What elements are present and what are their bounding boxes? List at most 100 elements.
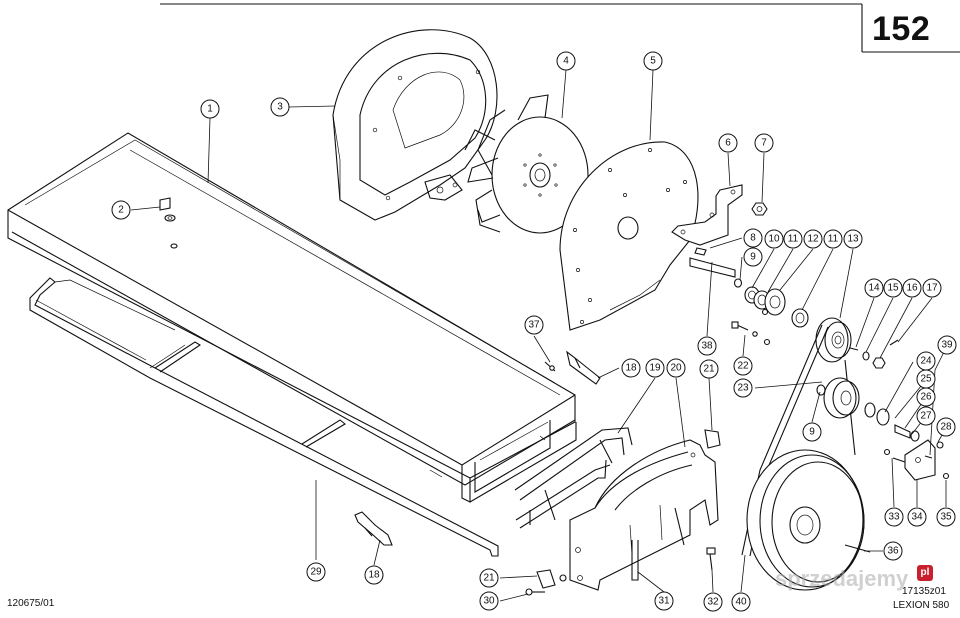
svg-text:7: 7 (761, 138, 767, 149)
svg-text:21: 21 (703, 364, 715, 375)
svg-text:39: 39 (941, 340, 953, 351)
callout-36: 36 (883, 541, 903, 561)
fan-housing (332, 29, 498, 221)
svg-text:31: 31 (658, 596, 670, 607)
callout-21: 21 (699, 359, 719, 379)
svg-text:26: 26 (920, 392, 932, 403)
svg-text:6: 6 (725, 138, 731, 149)
page-number: 152 (872, 10, 931, 48)
latch-upper (544, 350, 601, 385)
callout-25: 25 (916, 369, 936, 389)
svg-text:18: 18 (625, 363, 637, 374)
svg-text:4: 4 (563, 56, 569, 67)
frame-rod (29, 277, 499, 557)
svg-text:22: 22 (737, 361, 749, 372)
bearing-stack (744, 286, 809, 328)
watermark-badge: pl (917, 565, 933, 581)
bolt-washer-2 (159, 197, 178, 249)
callout-9: 9 (802, 422, 822, 442)
svg-text:17: 17 (926, 283, 938, 294)
svg-text:9: 9 (809, 427, 815, 438)
svg-text:3: 3 (277, 102, 283, 113)
callout-38: 38 (697, 336, 717, 356)
svg-text:37: 37 (528, 320, 540, 331)
bolts-22 (731, 321, 771, 346)
fan-impeller (464, 94, 589, 234)
callout-28: 28 (936, 417, 956, 437)
callout-30: 30 (479, 591, 499, 611)
small-pulley (815, 317, 852, 363)
housing-channel (7, 132, 577, 503)
callout-33: 33 (884, 507, 904, 527)
callout-21: 21 (479, 568, 499, 588)
callout-14: 14 (864, 278, 884, 298)
callout-39: 39 (937, 335, 957, 355)
svg-text:28: 28 (940, 422, 952, 433)
svg-text:15: 15 (887, 283, 899, 294)
callout-2: 2 (111, 200, 131, 220)
svg-text:14: 14 (868, 283, 880, 294)
svg-text:19: 19 (649, 363, 661, 374)
callout-11: 11 (823, 229, 843, 249)
callout-22: 22 (733, 356, 753, 376)
lower-guard (569, 439, 719, 591)
bracket (671, 184, 743, 246)
callout-7: 7 (754, 133, 774, 153)
callout-26: 26 (916, 387, 936, 407)
callout-13: 13 (843, 229, 863, 249)
svg-text:25: 25 (920, 374, 932, 385)
callout-35: 35 (936, 507, 956, 527)
svg-text:23: 23 (737, 383, 749, 394)
svg-text:12: 12 (807, 234, 819, 245)
svg-text:33: 33 (888, 512, 900, 523)
callout-32: 32 (703, 592, 723, 612)
callout-19: 19 (645, 358, 665, 378)
drawing-reference: 120675/01 (7, 598, 55, 609)
callout-20: 20 (666, 358, 686, 378)
callout-17: 17 (922, 278, 942, 298)
clip-21-lower (525, 569, 567, 596)
callout-34: 34 (907, 507, 927, 527)
svg-text:21: 21 (483, 573, 495, 584)
svg-text:8: 8 (750, 233, 756, 244)
callout-40: 40 (731, 592, 751, 612)
svg-text:11: 11 (828, 234, 839, 245)
svg-text:38: 38 (701, 341, 713, 352)
callout-16: 16 (902, 278, 922, 298)
tensioner-arm (883, 439, 950, 481)
callout-12: 12 (803, 229, 823, 249)
callout-37: 37 (524, 315, 544, 335)
hub-hardware (849, 339, 899, 369)
svg-text:34: 34 (911, 512, 923, 523)
svg-text:36: 36 (887, 546, 899, 557)
part-reference: 17135z01 (902, 586, 946, 597)
callout-11: 11 (783, 229, 803, 249)
leader-lines (130, 69, 948, 602)
clip-21-upper (704, 429, 721, 449)
svg-text:13: 13 (847, 234, 859, 245)
drive-shaft (689, 247, 743, 288)
nut-7 (751, 202, 768, 216)
latch-lower (354, 511, 393, 546)
svg-text:27: 27 (920, 411, 932, 422)
callout-18: 18 (621, 358, 641, 378)
callout-15: 15 (883, 278, 903, 298)
svg-text:11: 11 (788, 234, 799, 245)
idler-pulley (816, 377, 920, 442)
svg-text:24: 24 (920, 356, 932, 367)
svg-text:10: 10 (768, 234, 780, 245)
callout-4: 4 (556, 51, 576, 71)
bent-rods (514, 427, 633, 529)
svg-text:18: 18 (368, 570, 380, 581)
svg-text:35: 35 (940, 512, 952, 523)
svg-text:30: 30 (483, 596, 495, 607)
page-frame (160, 3, 960, 53)
svg-text:9: 9 (750, 252, 756, 263)
svg-text:16: 16 (906, 283, 918, 294)
callout-18: 18 (364, 565, 384, 585)
svg-text:20: 20 (670, 363, 682, 374)
callout-8: 8 (743, 228, 763, 248)
callout-3: 3 (270, 97, 290, 117)
callout-5: 5 (643, 51, 663, 71)
